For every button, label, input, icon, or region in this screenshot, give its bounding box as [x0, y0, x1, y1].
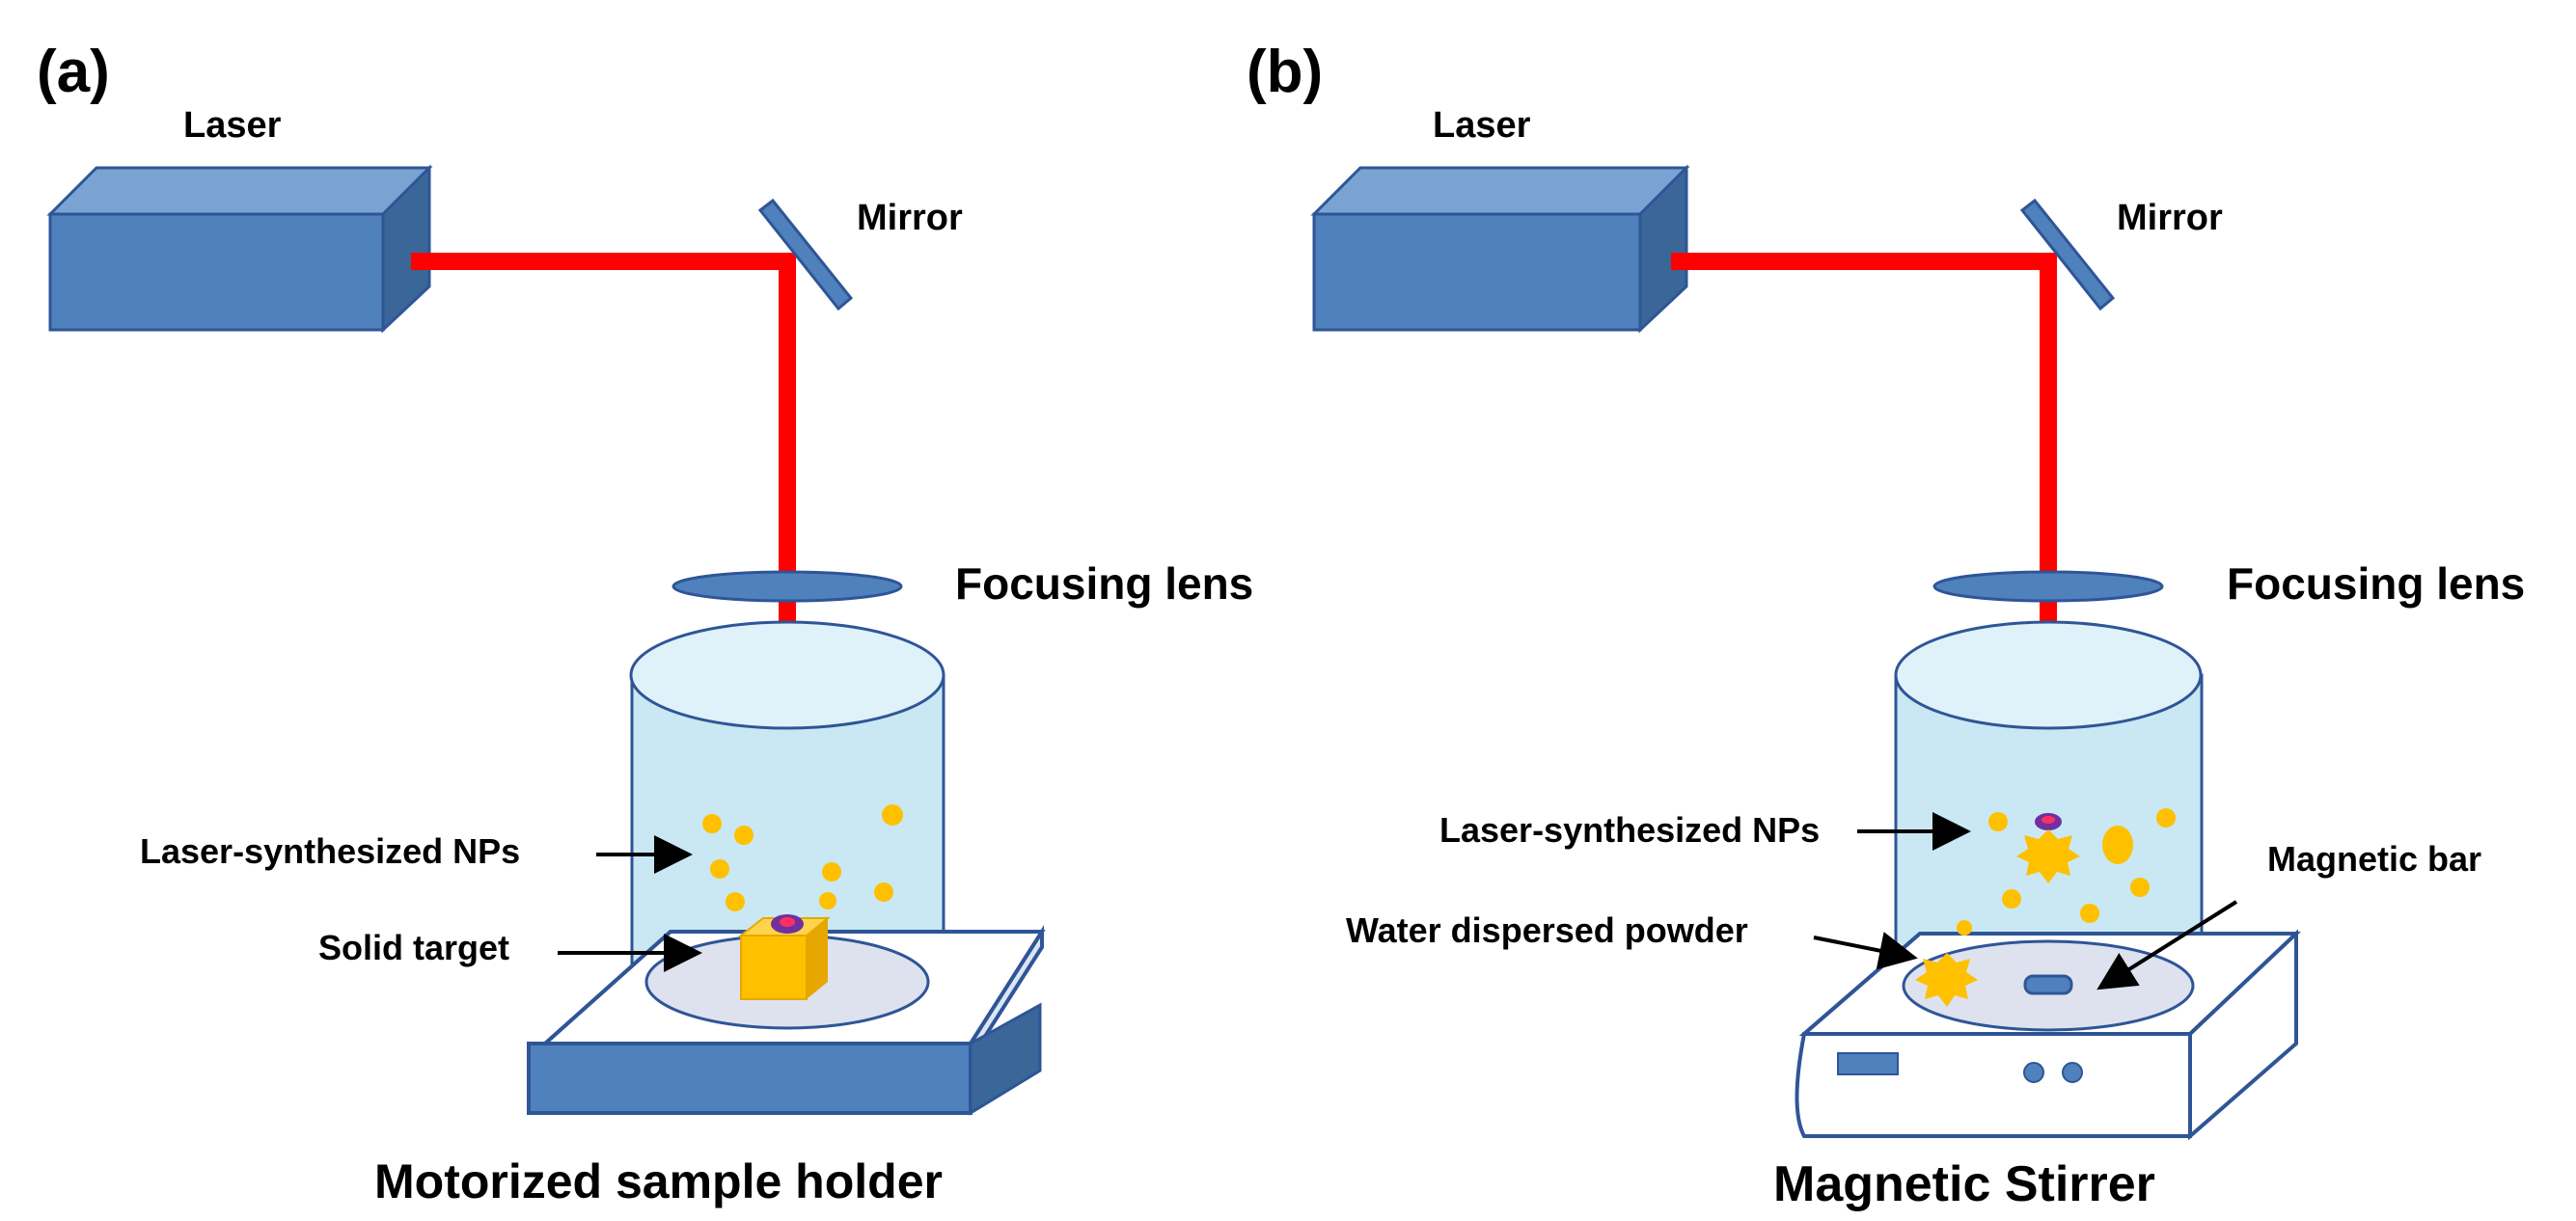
panel-a-target-label: Solid target [318, 928, 509, 967]
focusing-lens-b [1932, 570, 2164, 603]
laser-source-b [1310, 164, 1690, 334]
mirror-a [757, 198, 854, 312]
panel-a-mirror-label: Mirror [857, 198, 963, 238]
bar-arrow-b [2096, 900, 2238, 990]
solid-target [738, 914, 831, 1000]
panel-a-nps-label: Laser-synthesized NPs [140, 831, 520, 871]
panel-b-tag: (b) [1247, 39, 1323, 105]
mirror-b [2019, 198, 2116, 312]
focusing-lens-a [671, 570, 903, 603]
stirrer-knob-left [2023, 1062, 2044, 1083]
panel-b-laser-label: Laser [1433, 105, 1531, 146]
panel-a-laser-label: Laser [183, 105, 282, 146]
laser-source-a [46, 164, 433, 334]
powder-arrow-b [1813, 932, 1918, 970]
panel-b-bar-label: Magnetic bar [2267, 839, 2481, 879]
panel-a-tag: (a) [37, 39, 110, 105]
stirrer-display [1837, 1052, 1899, 1075]
panel-b-mirror-label: Mirror [2117, 198, 2223, 238]
panel-a: (a) Laser Mirror Focusing lens [37, 39, 1253, 1208]
panel-b-caption: Magnetic Stirrer [1773, 1156, 2155, 1212]
laser-beam-horizontal-a [411, 253, 795, 270]
magnetic-stirrer [1795, 929, 2302, 1141]
magnetic-bar [2023, 974, 2073, 995]
panel-b-powder-label: Water dispersed powder [1346, 910, 1748, 950]
panel-a-lens-label: Focusing lens [955, 558, 1253, 609]
nanoparticles-a [702, 804, 903, 911]
stirrer-knob-right [2062, 1062, 2083, 1083]
panel-b-nps-label: Laser-synthesized NPs [1439, 810, 1820, 850]
panel-a-caption: Motorized sample holder [374, 1154, 943, 1208]
laser-beam-horizontal-b [1671, 253, 2057, 270]
panel-b-lens-label: Focusing lens [2227, 558, 2525, 609]
nanoparticles-b [1915, 808, 2176, 1007]
panel-b: (b) Laser Mirror Focusing lens [1247, 39, 2525, 1212]
